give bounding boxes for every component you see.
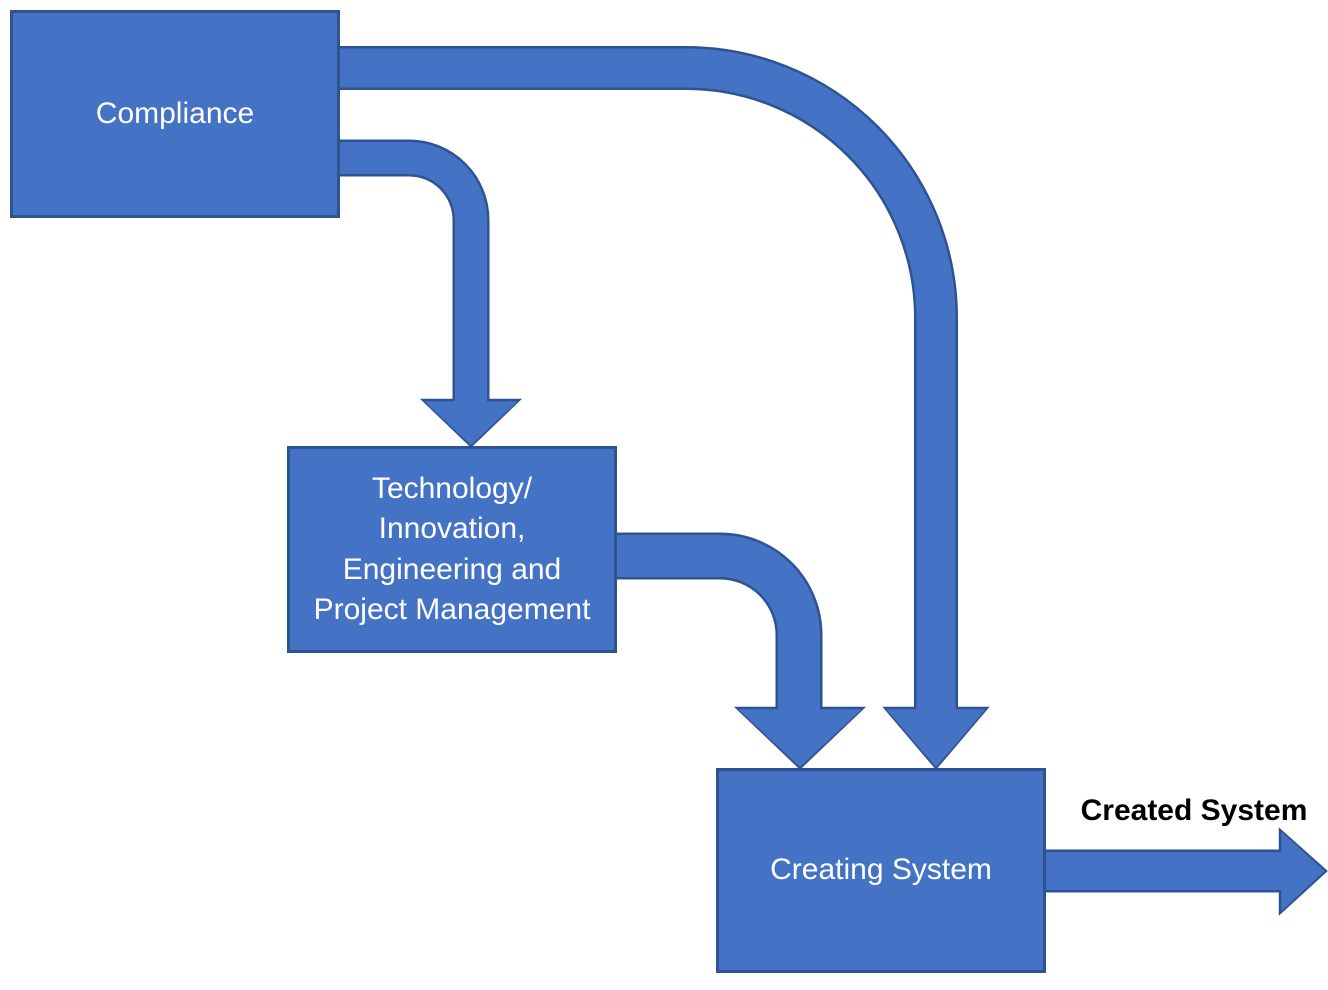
technology-box-label-line4: Project Management (313, 592, 591, 626)
arrow-technology-to-creating-system (613, 532, 867, 770)
creating-system-box: Creating System (716, 768, 1046, 973)
technology-box-label-line3: Engineering and (342, 552, 562, 586)
created-system-label: Created System (1080, 794, 1308, 827)
arrow-compliance-to-creating-system (336, 46, 990, 770)
creating-system-box-label: Creating System (770, 853, 992, 887)
arrow-creating-system-output (1042, 827, 1328, 916)
technology-box: Technology/ Innovation, Engineering and … (287, 446, 617, 653)
technology-box-label-line1: Technology/ (371, 472, 533, 506)
arrow-compliance-to-technology (336, 139, 523, 448)
compliance-box: Compliance (10, 10, 340, 218)
technology-box-label-line2: Innovation, (378, 512, 526, 546)
compliance-box-label: Compliance (95, 96, 255, 130)
